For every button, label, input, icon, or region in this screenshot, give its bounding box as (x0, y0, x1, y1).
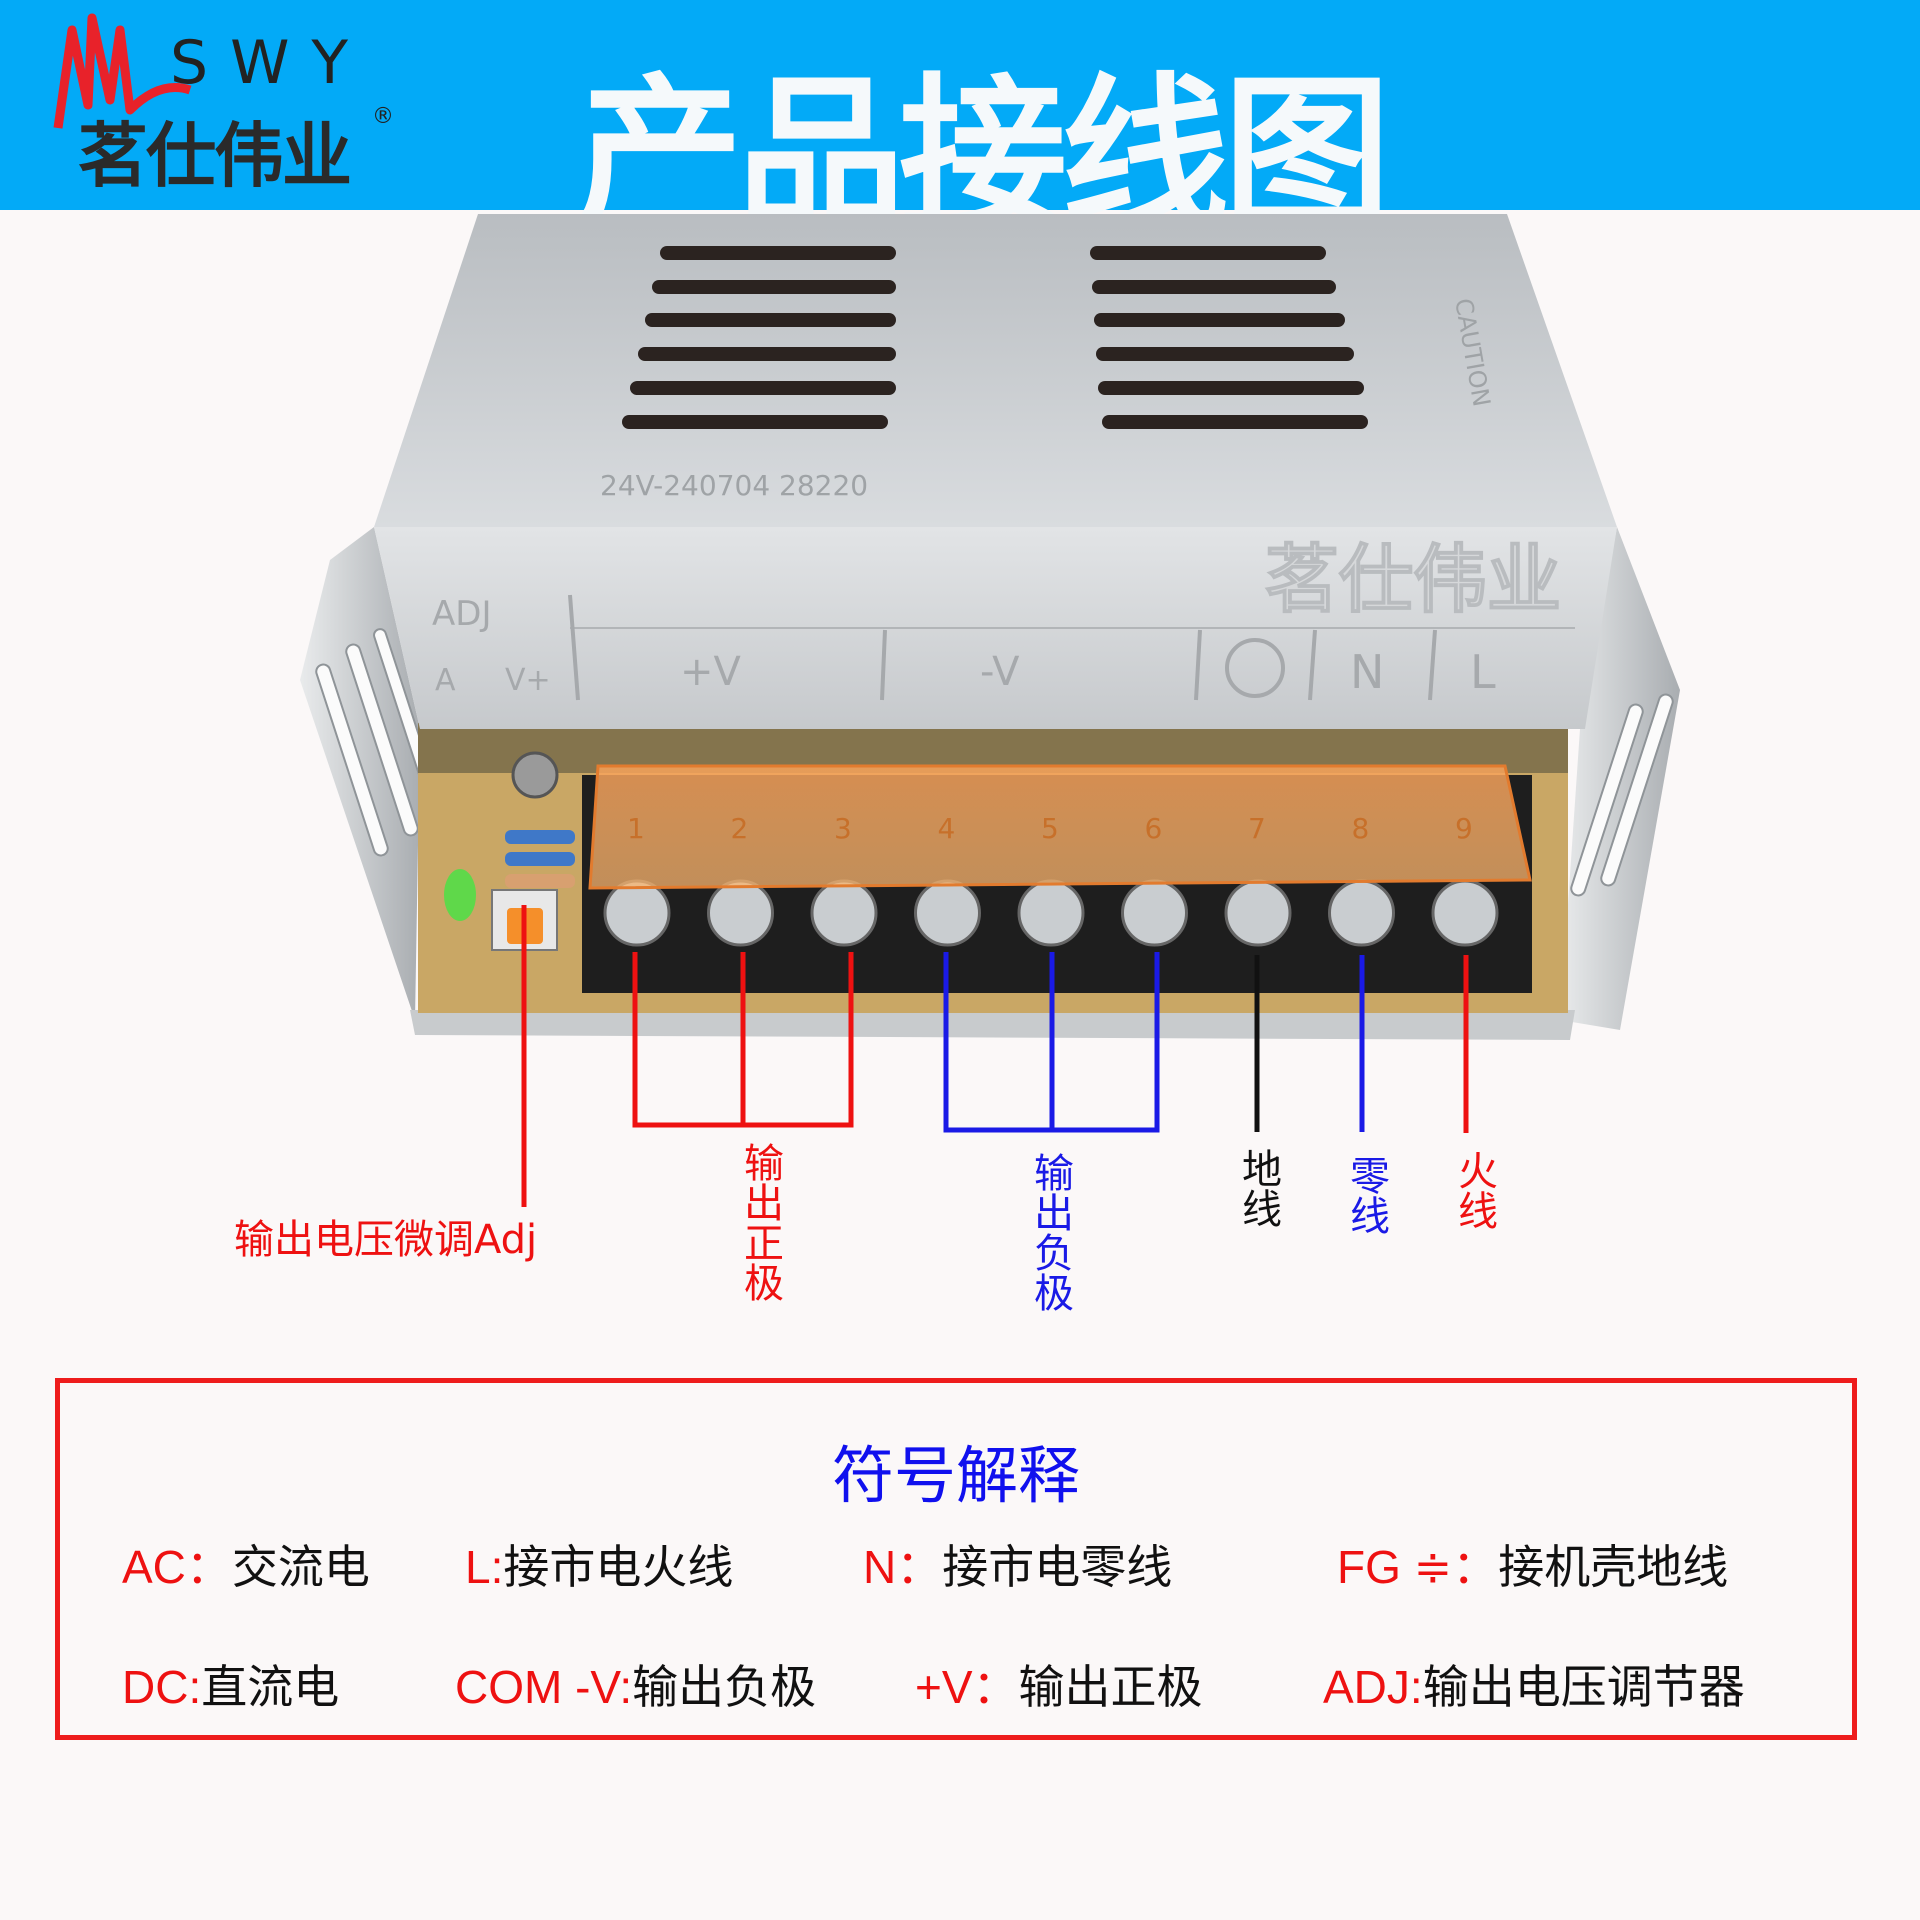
registered-mark: ® (372, 104, 394, 129)
label-neutral: 零线 (1343, 1155, 1389, 1235)
legend-item-pos: +V：输出正极 (915, 1660, 1203, 1714)
terminal-number: 3 (834, 812, 852, 845)
terminal-screw[interactable] (1121, 879, 1188, 947)
panel-label-adj-minus: A (435, 663, 456, 698)
label-positive: 输出正极 (737, 1142, 783, 1302)
legend-item-n: N：接市电零线 (863, 1540, 1173, 1594)
legend-title: 符号解释 (831, 1439, 1080, 1512)
terminal-screw[interactable] (1431, 879, 1499, 947)
terminal-number: 6 (1145, 812, 1163, 845)
ground-symbol-icon (1225, 638, 1285, 698)
panel-label-live: L (1470, 645, 1496, 699)
terminal-screw[interactable] (1224, 879, 1292, 947)
panel-label-adj: ADJ (432, 594, 491, 634)
terminal-number: 9 (1455, 812, 1473, 845)
terminal-number: 8 (1352, 812, 1370, 845)
terminal-screws (603, 879, 1499, 947)
wires (521, 905, 1469, 1207)
panel-dividers (568, 594, 1437, 701)
logo-mark-icon (53, 13, 192, 129)
terminal-number: 7 (1248, 812, 1266, 845)
terminal-screw[interactable] (1328, 879, 1395, 947)
top-cover (374, 214, 1617, 527)
terminal-number: 5 (1041, 812, 1059, 845)
pcb-screw (511, 751, 559, 799)
terminal-number: 4 (938, 812, 956, 845)
label-negative: 输出负极 (1027, 1152, 1073, 1312)
panel-label-pos: +V (680, 649, 742, 695)
symbol-legend: 符号解释 AC：交流电 L:接市电火线 N：接市电零线 FG ≑：接机壳地线 D… (55, 1378, 1857, 1740)
terminal-number: 1 (627, 812, 645, 845)
batch-stamp: 24V-240704 28220 (600, 469, 868, 502)
side-slots (315, 628, 1674, 897)
panel-label-neutral: N (1350, 645, 1384, 699)
logo-latin: SWY (170, 28, 371, 98)
bottom-plate (410, 1010, 1575, 1040)
terminal-screw[interactable] (810, 879, 878, 947)
legend-item-l: L:接市电火线 (465, 1540, 734, 1594)
legend-item-ac: AC：交流电 (122, 1540, 370, 1594)
terminal-screw[interactable] (914, 879, 981, 947)
legend-item-adj: ADJ:输出电压调节器 (1323, 1660, 1745, 1714)
terminal-screw[interactable] (707, 879, 774, 947)
terminal-cover (588, 764, 1532, 890)
logo-chinese: 茗仕伟业 (78, 115, 352, 197)
panel-watermark: 茗仕伟业 (1265, 537, 1561, 623)
terminal-screw[interactable] (1017, 879, 1085, 947)
label-ground: 地线 (1235, 1148, 1281, 1228)
legend-item-fg: FG ≑：接机壳地线 (1337, 1540, 1729, 1594)
panel-label-neg: -V (980, 649, 1020, 695)
legend-item-com: COM -V:输出负极 (455, 1660, 817, 1714)
terminal-number: 2 (731, 812, 749, 845)
label-adj: 输出电压微调Adj (234, 1217, 538, 1263)
legend-item-dc: DC:直流电 (122, 1660, 340, 1714)
terminal-numbers: 1 2 3 4 5 6 7 8 9 (627, 812, 1473, 845)
vent-slots (622, 246, 1368, 429)
terminal-screw[interactable] (603, 879, 671, 947)
resistors (505, 830, 575, 888)
label-live: 火线 (1451, 1150, 1497, 1230)
panel-label-adj-plus: V+ (505, 663, 551, 698)
green-led (444, 869, 476, 921)
